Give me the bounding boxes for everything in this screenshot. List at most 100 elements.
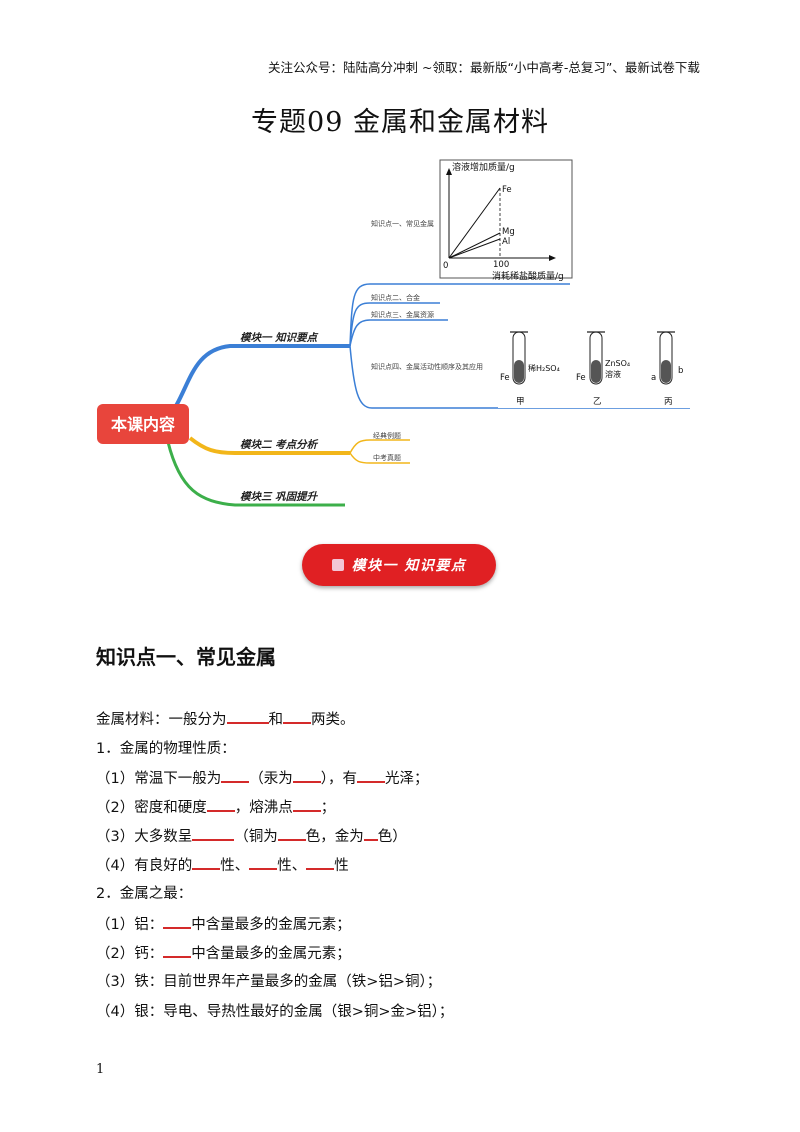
fill-blank xyxy=(306,853,335,870)
tube-2-label: 乙 xyxy=(593,397,602,407)
fill-blank xyxy=(363,824,378,841)
line-text: （3）大多数呈 xyxy=(96,829,193,845)
fill-blank xyxy=(192,824,235,841)
tube-2-sol2: 溶液 xyxy=(605,369,621,379)
fill-blank xyxy=(292,795,321,812)
text-line-3: （1）常温下一般为 （汞为 ），有 光泽； xyxy=(96,766,428,788)
tube-2-metal: Fe xyxy=(576,373,586,383)
exam2-label: 中考真题 xyxy=(373,453,401,462)
line-text: ），有 xyxy=(320,771,357,787)
line-text: （汞为 xyxy=(249,771,293,787)
exam1-label: 经典例题 xyxy=(373,431,401,440)
module-pill-button: 模块一 知识要点 xyxy=(302,544,496,586)
blue-sub-1 xyxy=(349,283,570,347)
test-tubes: Fe 稀H₂SO₄ 甲 Fe ZnSO₄ 溶液 乙 a b 丙 xyxy=(498,326,690,408)
text-line-4: （2）密度和硬度 ，熔沸点 ； xyxy=(96,795,335,817)
module-pill-label: 模块一 知识要点 xyxy=(351,558,467,574)
line-text: （4）有良好的 xyxy=(96,858,193,874)
line-text: （2）钙： xyxy=(96,946,164,962)
fill-blank xyxy=(249,853,278,870)
km1-label: 知识点一、常见金属 xyxy=(371,219,434,228)
text-line-6: （4）有良好的 性、 性、 性 xyxy=(96,853,349,875)
line-text: 两类。 xyxy=(311,712,355,728)
graph-al-line xyxy=(448,238,501,259)
fill-blank xyxy=(292,766,321,783)
page-number: 1 xyxy=(96,1062,105,1077)
tube-2-sol1: ZnSO₄ xyxy=(605,359,630,368)
graph-xtick-100: 100 xyxy=(493,260,509,270)
fill-blank xyxy=(356,766,385,783)
text-line-10: （3）铁：目前世界年产量最多的金属（铁>铝>铜）； xyxy=(96,974,442,990)
km2-label: 知识点二、合金 xyxy=(371,293,420,302)
yellow-sub-2 xyxy=(349,452,410,464)
branch-blue xyxy=(166,344,350,420)
fill-blank xyxy=(226,707,269,724)
blue-sub-3 xyxy=(349,319,448,347)
graph-origin: 0 xyxy=(443,261,448,271)
graph-ylabel: 溶液增加质量/g xyxy=(452,161,515,173)
line-text: 光泽； xyxy=(384,771,429,787)
line-text: （铜为 xyxy=(234,829,278,845)
tube-1-liquid xyxy=(514,360,524,383)
module-1-label: 模块一 知识要点 xyxy=(240,331,319,344)
yellow-sub-1 xyxy=(349,439,410,454)
graph-mg-line xyxy=(448,232,501,259)
tube-1-acid: 稀H₂SO₄ xyxy=(528,363,560,373)
line-text: 和 xyxy=(268,712,284,728)
line-text: ，熔沸点 xyxy=(234,800,293,816)
tube-1-label: 甲 xyxy=(516,397,525,407)
line-text: 性、 xyxy=(277,858,307,874)
line-text: 性、 xyxy=(220,858,250,874)
tube-3-a: a xyxy=(651,373,656,383)
module-2-label: 模块二 考点分析 xyxy=(240,438,319,451)
module-icon xyxy=(331,559,344,571)
line-text: （1）常温下一般为 xyxy=(96,771,222,787)
tube-2-liquid xyxy=(591,360,601,383)
center-box xyxy=(97,404,189,444)
fill-blank xyxy=(206,795,235,812)
section-heading: 知识点一、常见金属 xyxy=(96,645,276,669)
graph-series-al: Al xyxy=(502,237,510,247)
blue-sub-2 xyxy=(349,302,440,347)
km4-label: 知识点四、金属活动性顺序及其应用 xyxy=(371,362,483,371)
graph-series-fe: Fe xyxy=(502,185,512,195)
center-label: 本课内容 xyxy=(111,415,175,434)
blue-sub-4 xyxy=(349,345,690,409)
module-3-label: 模块三 巩固提升 xyxy=(240,490,319,503)
graph-x-arrow xyxy=(549,255,556,261)
tube-3-b: b xyxy=(678,366,683,376)
graph-xlabel: 消耗稀盐酸质量/g xyxy=(492,270,564,282)
fill-blank xyxy=(283,707,311,724)
branch-green xyxy=(166,441,345,507)
graph-series-mg: Mg xyxy=(502,227,515,237)
line-text: 金属材料：一般分为 xyxy=(96,712,227,728)
tube-3-liquid xyxy=(661,360,671,383)
fill-blank xyxy=(221,766,250,783)
header-note: 关注公众号：陆陆高分冲刺 ~领取：最新版“小中高考-总复习”、最新试卷下载 xyxy=(268,60,700,75)
fill-blank xyxy=(192,853,221,870)
line-text: 性 xyxy=(334,858,349,874)
line-text: ； xyxy=(320,800,336,816)
text-line-1: 金属材料：一般分为 和 两类。 xyxy=(96,707,355,729)
fill-blank xyxy=(163,912,192,929)
line-text: 色，金为 xyxy=(305,829,364,845)
line-text: 色） xyxy=(377,829,407,845)
line-text: （2）密度和硬度 xyxy=(96,800,207,816)
text-line-9: （2）钙： 中含量最多的金属元素； xyxy=(96,941,351,963)
mass-graph: 溶液增加质量/g Fe Mg Al 0 100 消耗稀盐酸质量/g xyxy=(439,159,573,282)
text-line-5: （3）大多数呈 （铜为 色，金为色） xyxy=(96,824,407,846)
tube-3-label: 丙 xyxy=(664,397,673,407)
page-title: 专题09 金属和金属材料 xyxy=(251,107,549,138)
line-text: 中含量最多的金属元素； xyxy=(191,946,351,962)
text-line-11: （4）银：导电、导热性最好的金属（银>铜>金>铝）； xyxy=(96,1004,454,1020)
text-line-7: 2．金属之最： xyxy=(96,886,193,902)
km3-label: 知识点三、金属资源 xyxy=(371,310,434,319)
branch-yellow xyxy=(188,436,350,455)
text-line-8: （1）铝： 中含量最多的金属元素； xyxy=(96,912,351,934)
line-text: （1）铝： xyxy=(96,917,164,933)
line-text: 中含量最多的金属元素； xyxy=(191,917,351,933)
graph-fe-line xyxy=(448,187,501,259)
mind-map: 本课内容 模块一 知识要点 模块二 考点分析 模块三 巩固提升 知识点一、常见金… xyxy=(97,159,690,507)
graph-y-arrow xyxy=(446,168,452,175)
fill-blank xyxy=(163,941,192,958)
